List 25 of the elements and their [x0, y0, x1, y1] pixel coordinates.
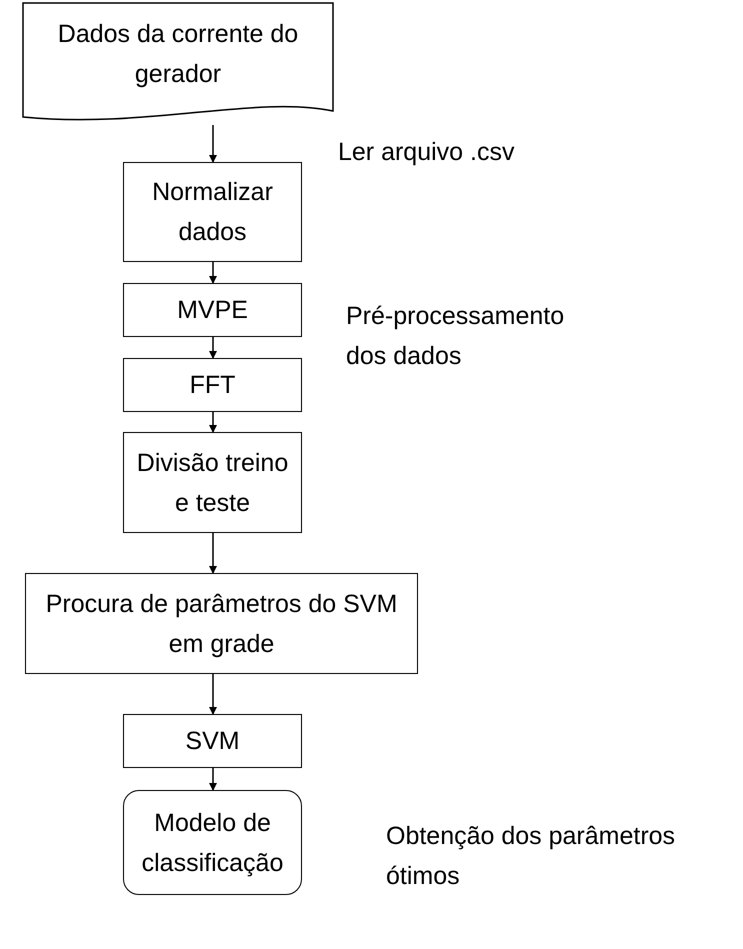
- process-box: [123, 432, 302, 533]
- process-box: [123, 283, 302, 337]
- arrow: [209, 337, 217, 359]
- arrow: [209, 768, 217, 791]
- annotation-text: Pré-processamento dos dados: [346, 301, 566, 372]
- process-box: [25, 573, 418, 674]
- arrow: [209, 412, 217, 433]
- node-text: Procura de parâmetros do SVM em grade: [44, 588, 398, 660]
- node-text: Divisão treino e teste: [136, 448, 290, 518]
- node-text: FFT: [190, 370, 236, 401]
- annotation-text: Ler arquivo .csv: [338, 137, 516, 168]
- node-text: MVPE: [177, 295, 248, 326]
- process-box: [123, 714, 302, 768]
- node-text: SVM: [185, 726, 240, 757]
- process-box: [123, 162, 302, 262]
- arrow: [209, 533, 217, 574]
- arrow: [209, 262, 217, 284]
- arrow: [209, 125, 217, 163]
- arrow: [209, 674, 217, 715]
- terminal-box: [123, 790, 302, 895]
- node-text: Dados da corrente do gerador: [56, 19, 300, 90]
- annotation-text: Obtenção dos parâmetros ótimos: [386, 821, 676, 892]
- node-text: Modelo de classificação: [140, 808, 284, 878]
- node-text: Normalizar dados: [151, 177, 274, 248]
- process-box: [123, 358, 302, 412]
